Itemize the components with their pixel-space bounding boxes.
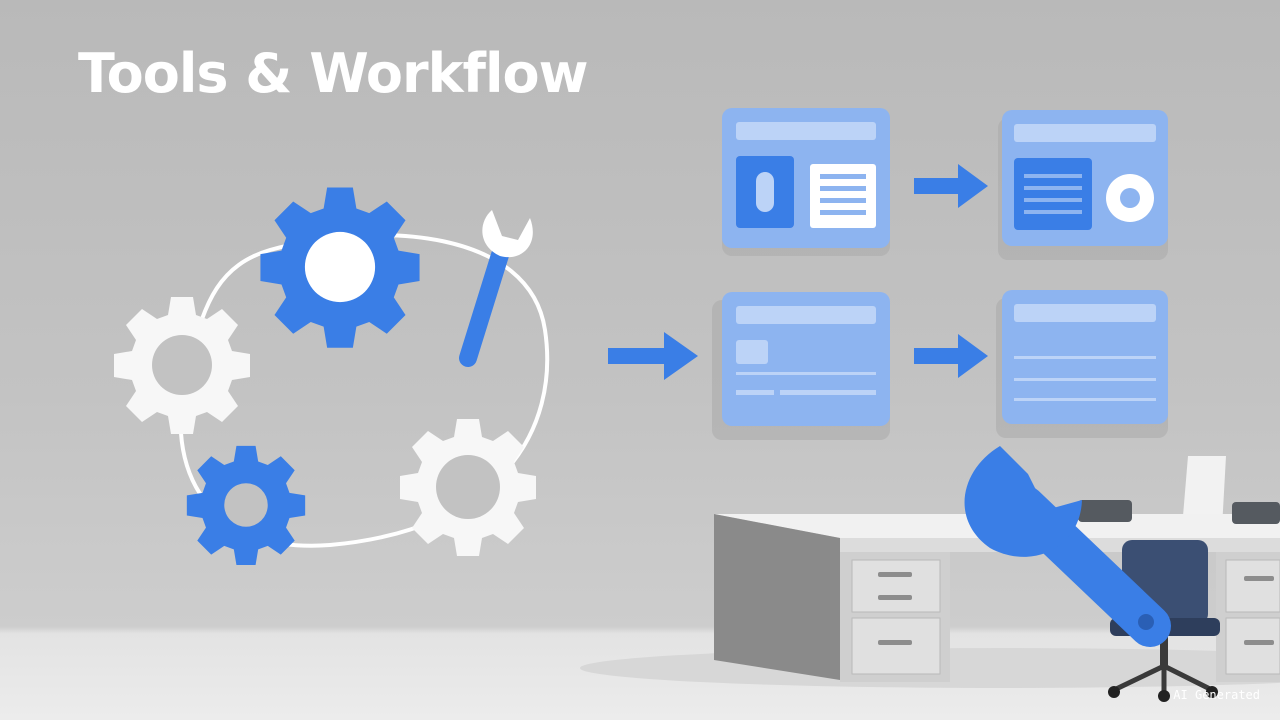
gear-icon <box>186 445 306 566</box>
ai-generated-watermark: AI Generated <box>1173 688 1260 702</box>
arrow-right-icon <box>914 164 988 208</box>
workflow-card <box>722 108 890 256</box>
workflow-card <box>712 292 890 440</box>
gear-icon <box>114 297 250 434</box>
gear-icon <box>260 187 420 348</box>
workflow-card <box>998 110 1168 260</box>
wrench-icon <box>964 446 1171 647</box>
desk <box>714 500 1280 682</box>
arrow-right-icon <box>914 334 988 378</box>
workflow-card <box>996 290 1168 438</box>
gear-icon <box>400 419 536 556</box>
wrench-icon <box>459 210 533 367</box>
arrow-right-icon <box>608 332 698 380</box>
page-title: Tools & Workflow <box>78 42 588 105</box>
